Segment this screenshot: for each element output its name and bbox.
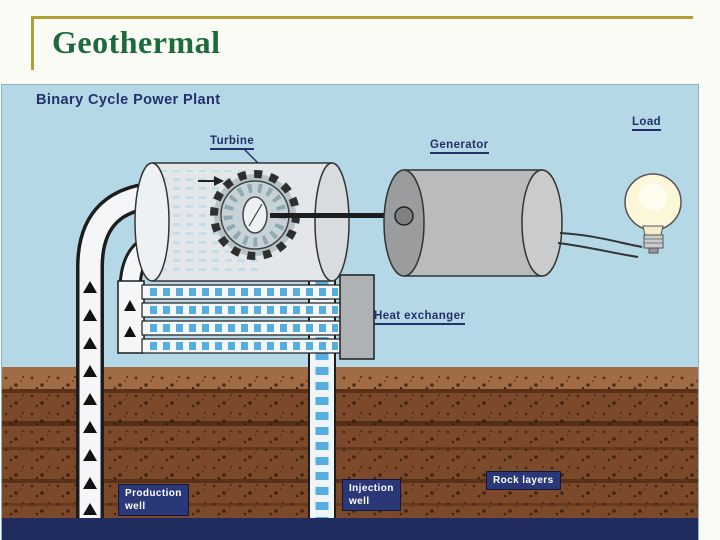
diagram: Binary Cycle Power Plant Turbine Generat… xyxy=(1,84,699,540)
light-bulb xyxy=(624,173,682,254)
production-well-label: Production well xyxy=(118,484,189,516)
rock-layers-label: Rock layers xyxy=(486,471,561,490)
bottom-bar xyxy=(2,518,698,540)
shaft xyxy=(270,213,406,218)
load-label: Load xyxy=(632,116,662,131)
ground xyxy=(2,367,698,540)
heat-exchanger xyxy=(117,274,375,360)
slide-title: Geothermal xyxy=(52,24,221,60)
generator-label: Generator xyxy=(430,139,489,154)
turbine-label: Turbine xyxy=(210,135,255,150)
accent-line-left xyxy=(31,16,34,70)
generator xyxy=(383,169,563,277)
wires xyxy=(557,232,643,258)
turbine xyxy=(134,162,350,282)
heat-exchanger-label: Heat exchanger xyxy=(374,310,466,325)
diagram-title: Binary Cycle Power Plant xyxy=(36,92,221,108)
turbine-leader-line xyxy=(243,148,259,164)
accent-line-top xyxy=(31,16,693,19)
diagram-canvas xyxy=(2,85,698,540)
injection-well-label: Injection well xyxy=(342,479,401,511)
